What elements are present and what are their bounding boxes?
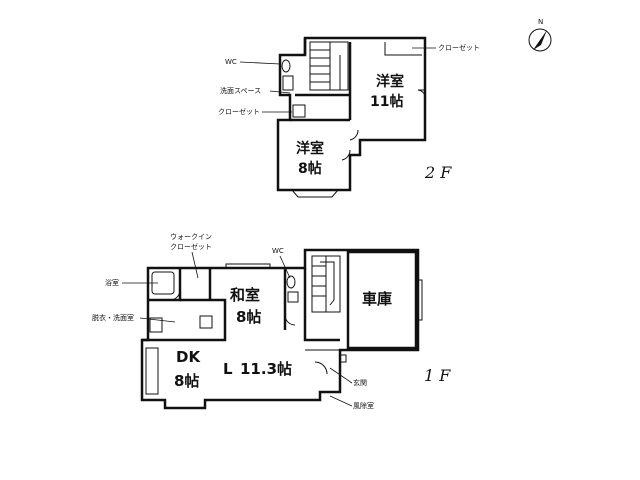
callout-dressing-washroom: 脱衣・洗面室 bbox=[92, 313, 134, 322]
callout-2f-wc: WC bbox=[225, 58, 237, 66]
callout-2f-washing-space: 洗面スペース bbox=[220, 86, 261, 95]
floor1-garage-walls bbox=[346, 250, 418, 350]
callout-bathroom: 浴室 bbox=[105, 278, 119, 287]
room-japanese-size: 8帖 bbox=[236, 308, 261, 326]
compass: N bbox=[528, 18, 552, 52]
kitchen-counter bbox=[145, 347, 159, 395]
callout-entrance: 玄関 bbox=[353, 378, 367, 387]
room-western-8-size: 8帖 bbox=[298, 160, 322, 177]
floor1-label: 1 F bbox=[424, 366, 451, 385]
callout-1f-wc: WC bbox=[272, 247, 284, 255]
floor2-sink-icon bbox=[282, 75, 294, 91]
room-living-name: L bbox=[223, 360, 233, 378]
callout-walkin-closet-line1: ウォークイン bbox=[170, 233, 212, 241]
washbasin-icon bbox=[149, 317, 163, 333]
callout-windbreak-room: 風除室 bbox=[353, 401, 374, 410]
room-garage-name: 車庫 bbox=[362, 290, 392, 308]
compass-ring bbox=[528, 28, 552, 52]
floor2-outer-wall bbox=[276, 36, 427, 192]
callout-2f-closet-left: クローゼット bbox=[218, 107, 260, 116]
floor2-label: 2 F bbox=[424, 163, 452, 182]
compass-arrow-icon bbox=[533, 30, 547, 50]
floor2-plan: 洋室 11帖 洋室 8帖 WC 洗面スペース クローゼット クローゼット 2 F bbox=[218, 36, 480, 198]
room-living-size: 11.3帖 bbox=[240, 360, 292, 378]
room-dk-size: 8帖 bbox=[174, 372, 199, 390]
floor2-wc-toilet-icon bbox=[281, 59, 291, 73]
floor1-wc-toilet-icon bbox=[286, 275, 296, 289]
callout-walkin-closet-line2: クローゼット bbox=[170, 242, 212, 251]
compass-label: N bbox=[538, 18, 543, 26]
room-western-11-size: 11帖 bbox=[370, 93, 403, 110]
room-dk-name: DK bbox=[176, 348, 201, 366]
floor1-plan: 和室 8帖 車庫 DK 8帖 L 11.3帖 ウォークイン クローゼット WC … bbox=[92, 233, 451, 410]
room-japanese-name: 和室 bbox=[230, 286, 260, 304]
room-western-11-name: 洋室 bbox=[376, 73, 404, 90]
floor1-outer-wall bbox=[140, 248, 420, 410]
room-western-8-name: 洋室 bbox=[296, 140, 324, 157]
callout-2f-closet-right: クローゼット bbox=[438, 43, 480, 52]
